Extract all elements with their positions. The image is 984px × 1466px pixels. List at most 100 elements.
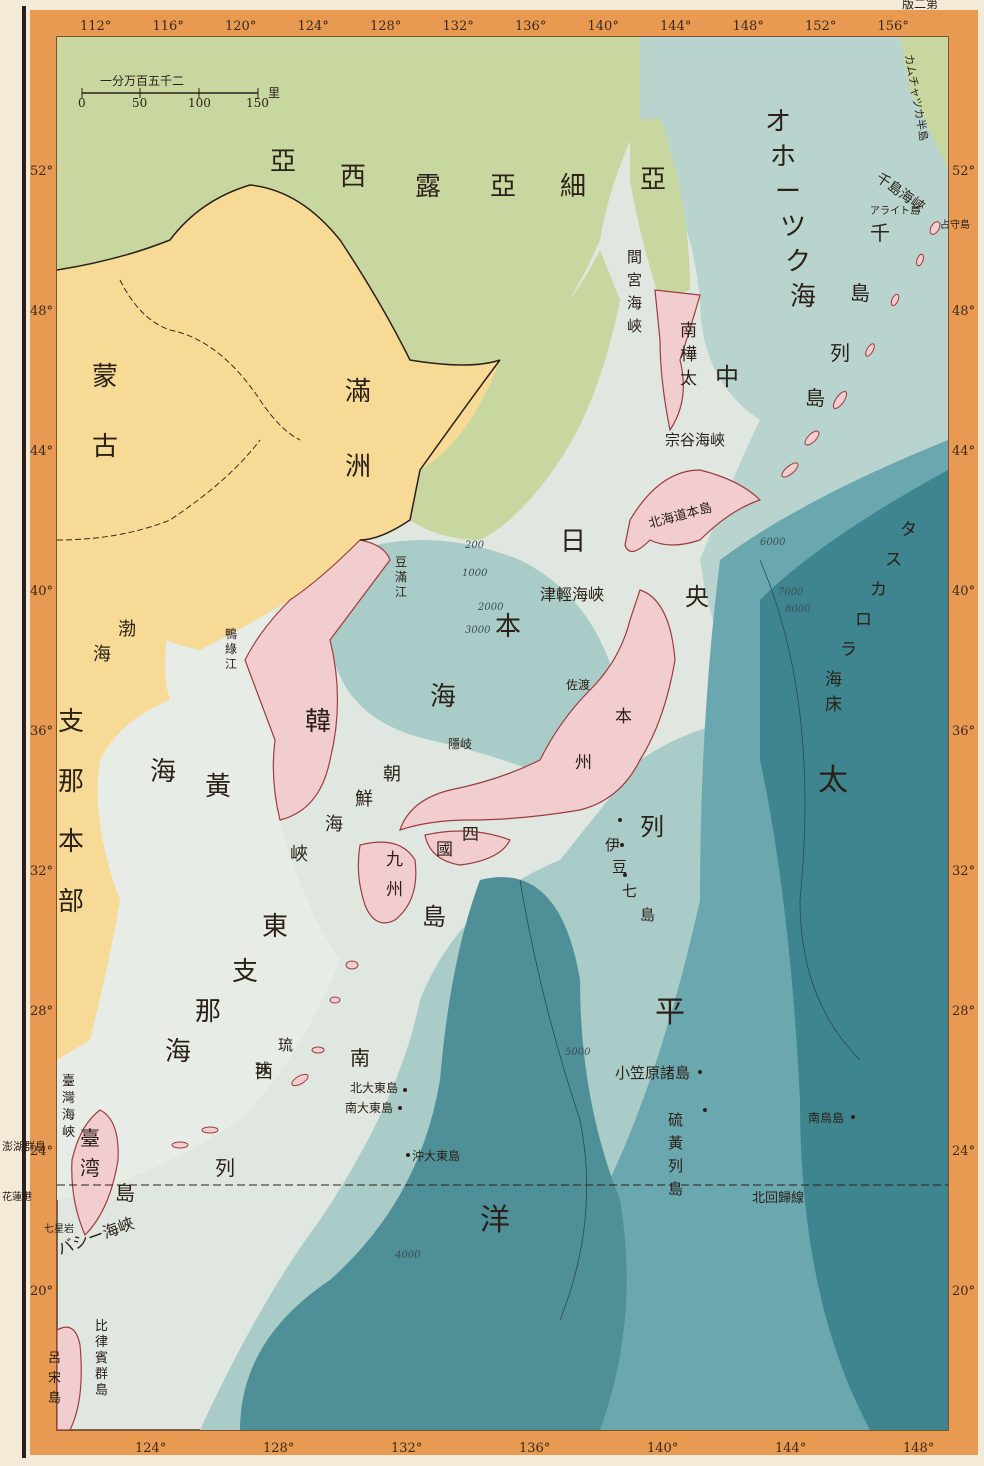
lat-left-3: 40° [30, 584, 53, 599]
tsugaru: 津輕海峽 [540, 585, 604, 604]
karafuto-1: 南 [680, 321, 697, 341]
latitude-left: 52°48°44°40°36°32°28°24°20° [30, 164, 53, 1299]
chishima-2: 島 [850, 281, 870, 305]
label-pacific-1: 太 [818, 763, 848, 798]
tusc-6: 海 [825, 670, 842, 690]
shikoku-land [424, 830, 511, 866]
label-mongolia-2: 古 [92, 432, 118, 462]
central-1: 中 [715, 363, 739, 391]
izu-1: 伊 [605, 836, 620, 854]
depth-8000: 8000 [785, 604, 811, 615]
depth-200: 200 [464, 540, 485, 551]
okhotsk-3: ー [775, 177, 801, 207]
twstrait-3: 海 [62, 1108, 75, 1123]
lat-right-3: 40° [952, 584, 975, 599]
iwo-1: 硫 [668, 1111, 683, 1129]
latitude-right: 52°48°44°40°36°32°28°24°20° [952, 164, 975, 1299]
lon-top-8: 144° [660, 19, 691, 34]
ogasawara: 小笠原諸島 [615, 1064, 690, 1082]
taiwan-land [71, 1109, 119, 1237]
label-mongolia-1: 蒙 [92, 362, 118, 392]
lon-top-0: 112° [80, 19, 111, 34]
oki-daito: 沖大東島 [412, 1148, 460, 1163]
lat-right-5: 32° [952, 864, 975, 879]
japan-sea-basin [330, 540, 620, 800]
label-sakhalin-top: 亞 [640, 165, 666, 195]
label-ecs-4: 海 [165, 1037, 191, 1067]
araito: アライト島 [870, 204, 920, 217]
tumen-3: 江 [395, 585, 407, 599]
label-japansea-2: 本 [495, 612, 521, 642]
iwo-4: 島 [668, 1180, 683, 1198]
minami-daito: 南大東島 [345, 1100, 393, 1115]
central-4: 島 [422, 903, 446, 931]
luzon-2: 宋 [48, 1371, 61, 1386]
iwo-3: 列 [668, 1157, 683, 1175]
depth-labels: 200 1000 2000 3000 4000 5000 6000 7000 8… [394, 537, 811, 1261]
tusc-4: ロ [855, 610, 872, 630]
kyushu-2: 州 [386, 880, 403, 900]
contour-6000 [759, 559, 861, 1061]
kyushu-1: 九 [386, 850, 403, 870]
twstrait-2: 灣 [62, 1091, 75, 1106]
lat-right-2: 44° [952, 444, 975, 459]
label-ecs-1: 東 [262, 912, 288, 942]
lon-top-5: 132° [443, 19, 474, 34]
shikoku-2: 國 [436, 840, 453, 860]
izu-4: 島 [640, 906, 655, 924]
scale-unit: 里 [268, 86, 280, 100]
region-labels: 亞 西 露 亞 細 亞 滿 洲 蒙 古 支 那 本 部 韓 太 平 洋 日 本 … [58, 147, 848, 1238]
lon-bottom-6: 148° [903, 1441, 934, 1456]
lat-right-4: 36° [952, 724, 975, 739]
izu-2: 豆 [612, 858, 627, 876]
lat-right-0: 52° [952, 164, 975, 179]
luzon-land [57, 1326, 82, 1430]
mongolia-border [119, 279, 301, 441]
lon-top-3: 124° [298, 19, 329, 34]
bohai-1: 渤 [118, 619, 136, 640]
lon-top-2: 120° [225, 19, 256, 34]
okhotsk-2: ホ [770, 142, 796, 172]
phil-1: 比 [95, 1319, 108, 1334]
mamiya-3: 海 [627, 294, 642, 312]
plate-label: 版二第 [902, 0, 938, 11]
shichisei: 七星岩 [44, 1222, 74, 1235]
small-island-dots [398, 818, 855, 1157]
okhotsk-6: 海 [790, 282, 816, 312]
bohai-2: 海 [93, 644, 111, 665]
scale-tick-50: 50 [132, 96, 147, 110]
lat-right-8: 20° [952, 1284, 975, 1299]
lon-top-10: 152° [805, 19, 836, 34]
depth-6000: 6000 [760, 537, 786, 548]
lon-bottom-3: 136° [519, 1441, 550, 1456]
karenko: 花蓮港 [2, 1190, 32, 1203]
ryukyu-2: 球 [255, 1060, 270, 1078]
china-manchuria-border [57, 439, 261, 541]
tusc-5: ラ [840, 640, 857, 660]
chosen-4: 峽 [290, 844, 308, 865]
longitude-bottom: 124°128°132°136°140°144°148° [135, 1441, 934, 1456]
nansei-2: 西 [255, 1062, 273, 1083]
hokkaido-land [624, 469, 762, 552]
amur-border [57, 184, 501, 366]
taiwan-2: 湾 [80, 1156, 100, 1180]
lat-left-0: 52° [30, 164, 53, 179]
korea-land [244, 539, 391, 821]
ryukyu-1: 琉 [278, 1036, 293, 1054]
nansei-islands [171, 960, 359, 1149]
scale-tick-100: 100 [188, 96, 211, 110]
lat-left-5: 32° [30, 864, 53, 879]
chosen-2: 鮮 [355, 789, 373, 810]
kyushu-land [357, 841, 417, 924]
shimushu: 占守島 [940, 218, 970, 231]
label-siberia-2: 西 [340, 162, 366, 192]
label-japansea-3: 海 [430, 682, 456, 712]
honshu-2: 州 [575, 753, 592, 773]
chishima-4: 島 [805, 386, 825, 410]
scale-tick-150: 150 [246, 96, 269, 110]
twstrait-4: 峽 [62, 1125, 75, 1140]
kamchatka [900, 37, 948, 170]
sakhalin-north [630, 118, 690, 300]
